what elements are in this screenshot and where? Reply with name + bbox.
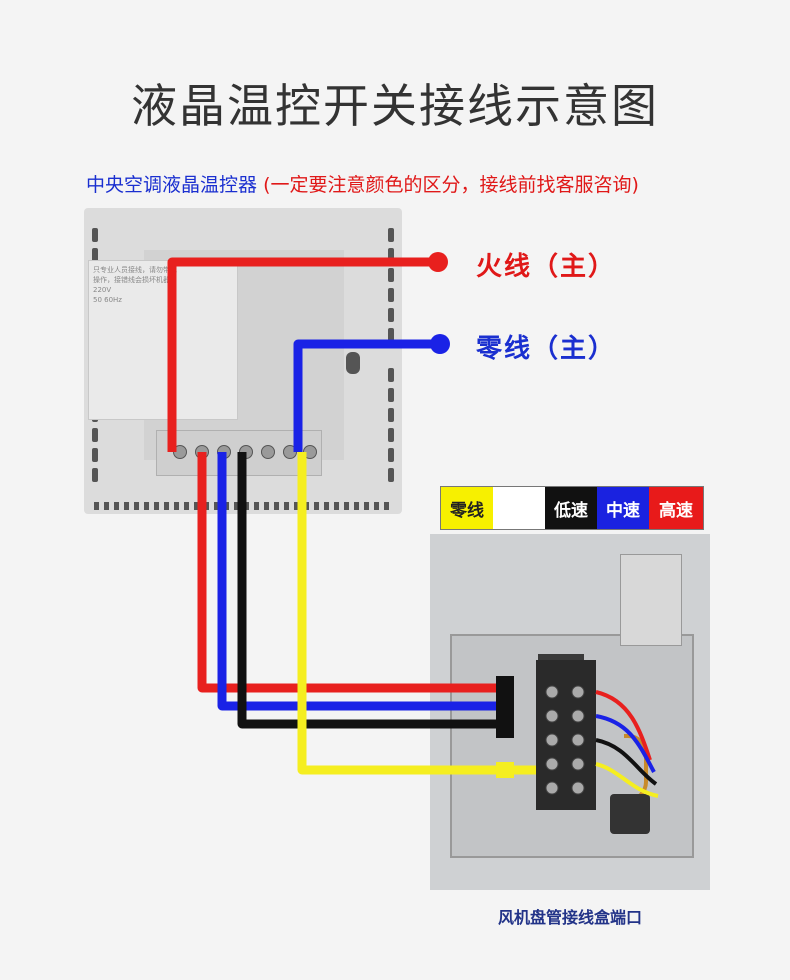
label-line: 220V [93,286,112,294]
fan-coil-caption: 风机盘管接线盒端口 [497,908,642,927]
legend-label: 中速 [606,500,640,521]
legend-mid-speed: 中速 [597,487,649,529]
label-line: 50 60Hz [93,296,122,304]
legend-label: 低速 [554,500,588,521]
live-wire [167,257,438,452]
label-line: 只专业人员接线，请勿带电 [93,266,177,274]
mid-speed-wire [217,452,510,711]
legend-low-speed: 低速 [545,487,597,529]
high-speed-wire [197,452,510,693]
neutral-wire-label: 零线（主） [476,334,617,364]
subtitle-note: (一定要注意颜色的区分，接线前找客服咨询) [263,174,639,196]
legend-high-speed: 高速 [649,487,703,529]
subtitle: 中央空调液晶温控器 (一定要注意颜色的区分，接线前找客服咨询) [86,170,639,197]
wire-color-legend: 零线 低速 中速 高速 [440,486,704,530]
legend-blank [493,487,545,529]
neutral-wire-end [430,334,450,354]
subtitle-product: 中央空调液晶温控器 [86,174,258,196]
live-wire-label: 火线（主） [476,252,617,282]
label-line: 操作，接错线会损坏机器。 [93,276,177,284]
thermostat-warning-label: 只专业人员接线，请勿带电 操作，接错线会损坏机器。 220V 50 60Hz [88,260,238,420]
neutral-wire [293,339,440,452]
neutral-terminal-wire [297,452,540,775]
live-wire-end [428,252,448,272]
legend-label: 零线 [450,500,484,521]
legend-label: 高速 [659,500,693,521]
low-speed-wire [237,452,510,729]
terminal-strip [536,660,596,810]
connector-block [496,676,514,738]
legend-neutral: 零线 [441,487,493,529]
page-title: 液晶温控开关接线示意图 [131,79,659,133]
connector-block-yellow [496,762,514,778]
